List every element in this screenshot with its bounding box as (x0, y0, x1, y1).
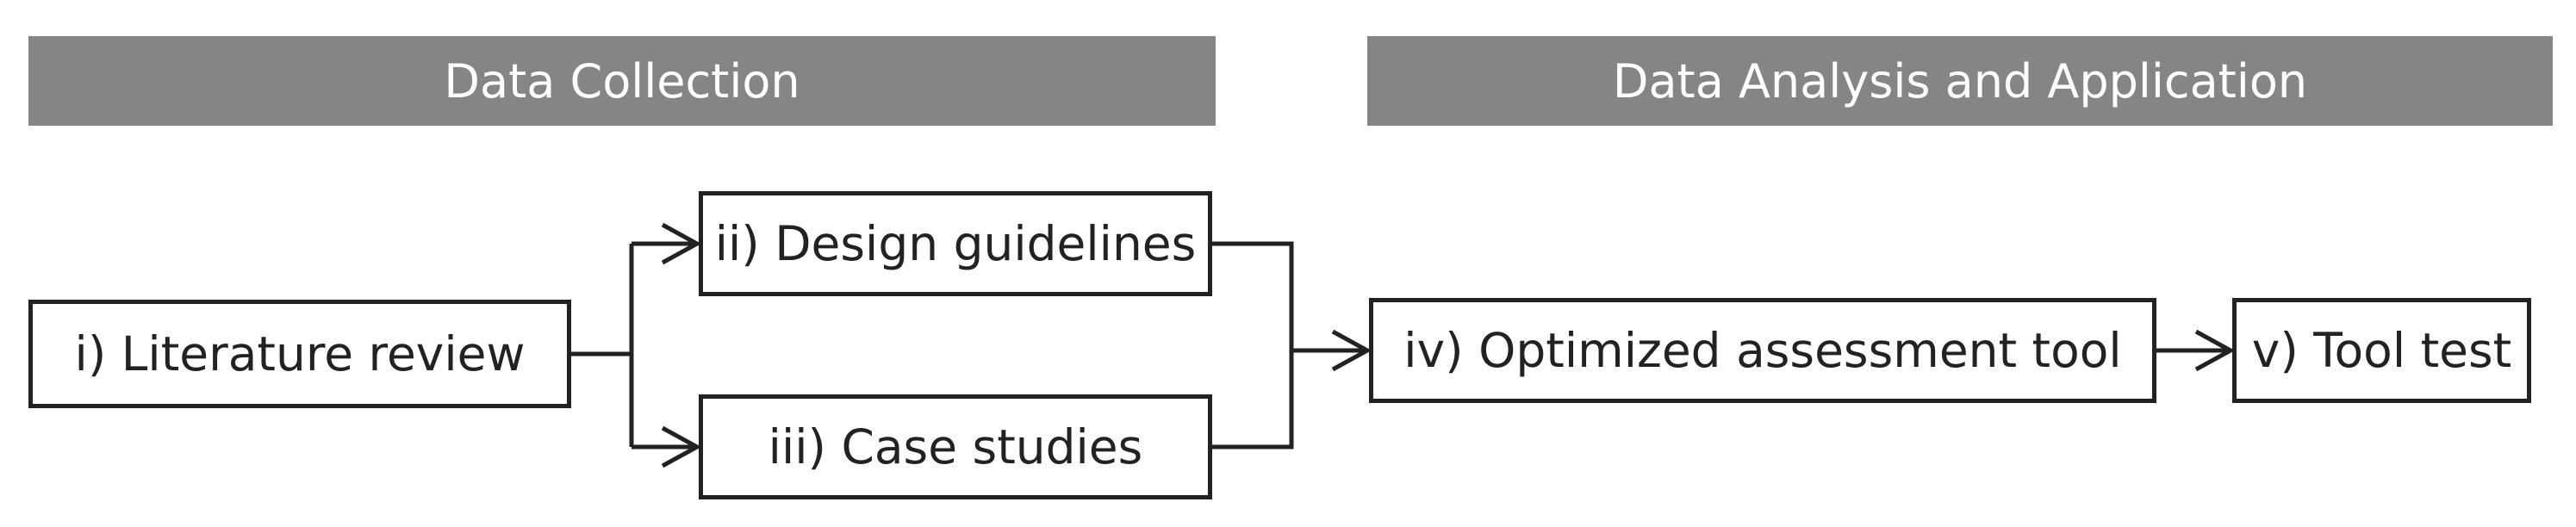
header-data-analysis: Data Analysis and Application (1367, 36, 2553, 126)
step-literature-review: i) Literature review (28, 300, 571, 408)
step-optimized-assessment-tool: iv) Optimized assessment tool (1369, 298, 2156, 403)
step-design-guidelines: ii) Design guidelines (699, 191, 1212, 296)
connector-design-out (1212, 241, 1294, 450)
header-data-analysis-label: Data Analysis and Application (1612, 53, 2308, 108)
step-optimized-assessment-tool-label: iv) Optimized assessment tool (1403, 323, 2122, 378)
header-data-collection-label: Data Collection (444, 53, 800, 108)
step-literature-review-label: i) Literature review (74, 326, 526, 381)
step-tool-test-label: v) Tool test (2251, 323, 2512, 378)
step-case-studies: iii) Case studies (699, 394, 1212, 499)
step-design-guidelines-label: ii) Design guidelines (714, 216, 1197, 271)
header-data-collection: Data Collection (28, 36, 1216, 126)
step-tool-test: v) Tool test (2232, 298, 2531, 403)
step-case-studies-label: iii) Case studies (768, 419, 1143, 474)
